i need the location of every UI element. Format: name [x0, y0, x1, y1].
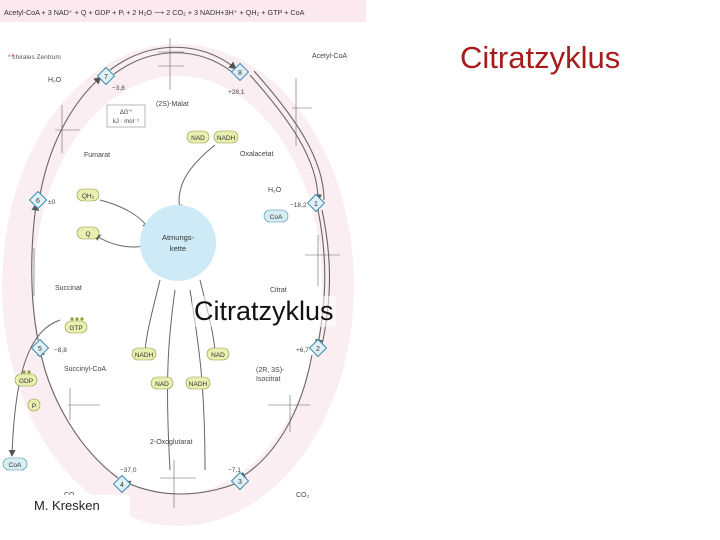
svg-text:1: 1 [314, 201, 318, 208]
chiral-legend: * chirales Zentrum [8, 54, 61, 61]
cycle-arrows [31, 46, 331, 495]
svg-text:−7,1: −7,1 [228, 467, 241, 474]
svg-text:P: P [32, 403, 36, 410]
citric-acid-cycle-diagram: Acetyl-CoA + 3 NAD⁺ + Q + GDP + Pᵢ + 2 H… [0, 0, 366, 526]
cofactor-gdp: GDP [14, 373, 38, 387]
step-diamond-icon: 8 [230, 62, 250, 82]
center-line1: Atmungs- [162, 233, 195, 242]
svg-text:ΔG'°: ΔG'° [120, 110, 133, 116]
chiral-star-icon: * [11, 52, 15, 62]
slide-title: Citratzyklus [460, 40, 621, 75]
svg-text:8: 8 [238, 70, 242, 77]
step-diamond-icon: 4 [112, 474, 132, 494]
h2o-label-2: H₂O [268, 187, 282, 194]
svg-text:−18,2: −18,2 [290, 202, 307, 209]
svg-text:Q: Q [85, 231, 90, 238]
center-line2: kette [170, 244, 186, 253]
svg-text:NADH: NADH [189, 381, 208, 388]
svg-text:+6,7: +6,7 [296, 347, 309, 354]
energy-unit-box: ΔG'° kJ · mol⁻¹ [106, 104, 146, 128]
cofactor-nadh-3: NADH [185, 376, 211, 390]
cofactor-p: P [27, 398, 41, 412]
label-malat: (2S)-Malat [156, 101, 189, 108]
svg-text:kJ · mol⁻¹: kJ · mol⁻¹ [113, 119, 139, 125]
svg-text:3: 3 [238, 479, 242, 486]
overlay-label: Citratzyklus [192, 296, 336, 327]
cofactor-coa-2: CoA [2, 457, 28, 471]
step-diamond-icon: 6 [28, 190, 48, 210]
cofactor-coa-1: CoA [263, 209, 289, 223]
energy-values: −18,2 +6,7 −7,1 −37,0 −8,8 ±0 −3,8 +28,1 [48, 85, 309, 474]
step-diamond-icon: 3 [230, 471, 250, 491]
svg-text:6: 6 [36, 198, 40, 205]
equation-bar [0, 0, 366, 22]
svg-text:NADH: NADH [217, 135, 236, 142]
svg-text:NADH: NADH [135, 352, 154, 359]
svg-text:NAD: NAD [191, 135, 205, 142]
cofactor-nad: NAD [186, 130, 210, 144]
svg-text:4: 4 [120, 482, 124, 489]
cofactor-pills: NAD NADH QH₂ Q NADH NAD NAD NADH GTP GDP… [2, 130, 289, 471]
label-citrat: Citrat [270, 287, 287, 294]
svg-text:−37,0: −37,0 [120, 467, 137, 474]
svg-text:GDP: GDP [19, 378, 33, 385]
cofactor-nadh: NADH [213, 130, 239, 144]
svg-text:NAD: NAD [155, 381, 169, 388]
step-markers: 1 2 3 4 5 6 7 8 [28, 62, 328, 494]
step-diamond-icon: 5 [30, 338, 50, 358]
label-isocitrat-2: Isocitrat [256, 376, 281, 383]
structure-sketches [33, 38, 340, 508]
cofactor-qh2: QH₂ [76, 188, 100, 202]
svg-text:±0: ±0 [48, 199, 56, 206]
cofactor-nadh-2: NADH [131, 347, 157, 361]
pair-dots-icon [22, 317, 84, 374]
cofactor-nad-3: NAD [150, 376, 174, 390]
label-isocitrat-1: (2R, 3S)- [256, 367, 285, 374]
label-oxalacetat: Oxalacetat [240, 151, 274, 158]
label-fumarat: Fumarat [84, 152, 110, 159]
svg-text:CoA: CoA [9, 462, 22, 469]
label-succinat: Succinat [55, 285, 82, 292]
svg-text:QH₂: QH₂ [82, 193, 95, 200]
svg-text:−8,8: −8,8 [54, 347, 67, 354]
svg-text:2: 2 [316, 346, 320, 353]
metabolite-labels: Acetyl-CoA Oxalacetat Citrat (2R, 3S)- I… [55, 53, 347, 446]
step-diamond-icon: 2 [308, 338, 328, 358]
overall-equation: Acetyl-CoA + 3 NAD⁺ + Q + GDP + Pᵢ + 2 H… [4, 8, 305, 17]
svg-text:5: 5 [38, 346, 42, 353]
svg-text:CoA: CoA [270, 214, 283, 221]
label-acetyl-coa: Acetyl-CoA [312, 53, 347, 60]
cofactor-gtp: GTP [64, 320, 88, 334]
svg-text:−3,8: −3,8 [112, 85, 125, 92]
respiratory-chain-disc [140, 205, 216, 281]
svg-text:7: 7 [104, 74, 108, 81]
cycle-band [2, 44, 354, 526]
label-succinyl-coa: Succinyl-CoA [64, 366, 106, 373]
svg-text:NAD: NAD [211, 352, 225, 359]
step-diamond-icon: 1 [306, 193, 326, 213]
cofactor-nad-2: NAD [206, 347, 230, 361]
author-label: M. Kresken [22, 495, 130, 517]
label-oxoglutarat: 2-Oxoglutarat [150, 439, 192, 446]
cofactor-q: Q [76, 226, 100, 240]
h2o-label-1: H₂O [48, 77, 62, 84]
svg-text:GTP: GTP [69, 325, 82, 332]
step-diamond-icon: 7 [96, 66, 116, 86]
svg-text:+28,1: +28,1 [228, 89, 245, 96]
co2-label-1: CO₂ [296, 492, 310, 499]
